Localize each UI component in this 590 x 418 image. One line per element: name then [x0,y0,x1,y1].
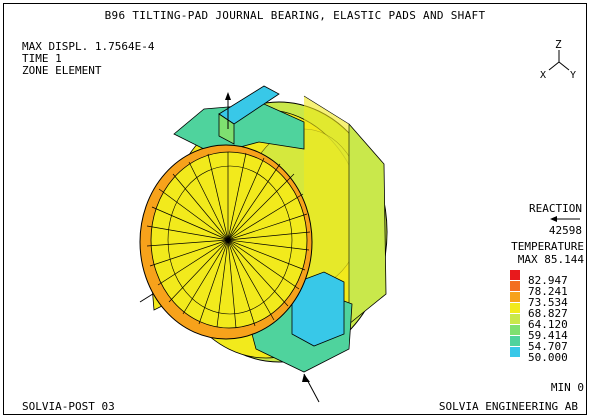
plot-title: B96 TILTING-PAD JOURNAL BEARING, ELASTIC… [104,9,486,22]
axis-x-label: X [540,70,546,81]
legend-swatch [510,281,520,291]
legend-swatch [510,336,520,346]
legend-level: 59.414 [510,325,586,342]
legend-swatch [510,314,520,324]
legend-value: 54.707 [528,340,568,353]
legend-swatch [510,347,520,357]
axis-y-label: Y [570,70,576,81]
reaction-value: 42598 [548,224,582,237]
axis-z-label: Z [555,40,562,51]
reaction-label: REACTION [529,202,582,215]
top-pad [173,85,305,155]
legend-level: 73.534 [510,292,586,309]
zone-text: ZONE ELEMENT [22,64,102,77]
legend-min: MIN 0 [550,381,584,394]
axes-triad-icon: Z X Y [540,40,576,81]
legend-level: 50.000 [510,347,586,364]
footer-right-text: SOLVIA ENGINEERING AB [438,400,578,413]
plot-frame: B96 TILTING-PAD JOURNAL BEARING, ELASTIC… [3,3,587,415]
legend-max: MAX 85.144 [517,253,584,266]
footer-left-text: SOLVIA-POST 03 [22,400,115,413]
legend-value: 73.534 [528,296,568,309]
legend-level: 64.120 [510,314,586,331]
legend-level: 54.707 [510,336,586,353]
shaft-face [139,144,313,340]
legend-swatch [510,270,520,280]
legend-level: 82.947 [510,270,586,287]
legend-value: 78.241 [528,285,568,298]
legend-level: 68.827 [510,303,586,320]
legend-value: 59.414 [528,329,568,342]
legend-swatch [510,303,520,313]
legend-swatch [510,292,520,302]
legend-swatch [510,325,520,335]
legend-level: 78.241 [510,281,586,298]
max-displacement-text: MAX DISPL. 1.7564E-4 [22,40,155,53]
reaction-arrow-icon [550,216,580,222]
legend-value: 50.000 [528,351,568,364]
legend-value: 68.827 [528,307,568,320]
legend-title: TEMPERATURE [511,240,584,253]
info-block: MAX DISPL. 1.7564E-4 TIME 1 ZONE ELEMENT [22,41,154,77]
legend-value: 82.947 [528,274,568,287]
legend-value: 64.120 [528,318,568,331]
reaction-block: REACTION 42598 [474,203,584,239]
time-text: TIME 1 [22,52,62,65]
bearing-model-figure [139,85,388,403]
